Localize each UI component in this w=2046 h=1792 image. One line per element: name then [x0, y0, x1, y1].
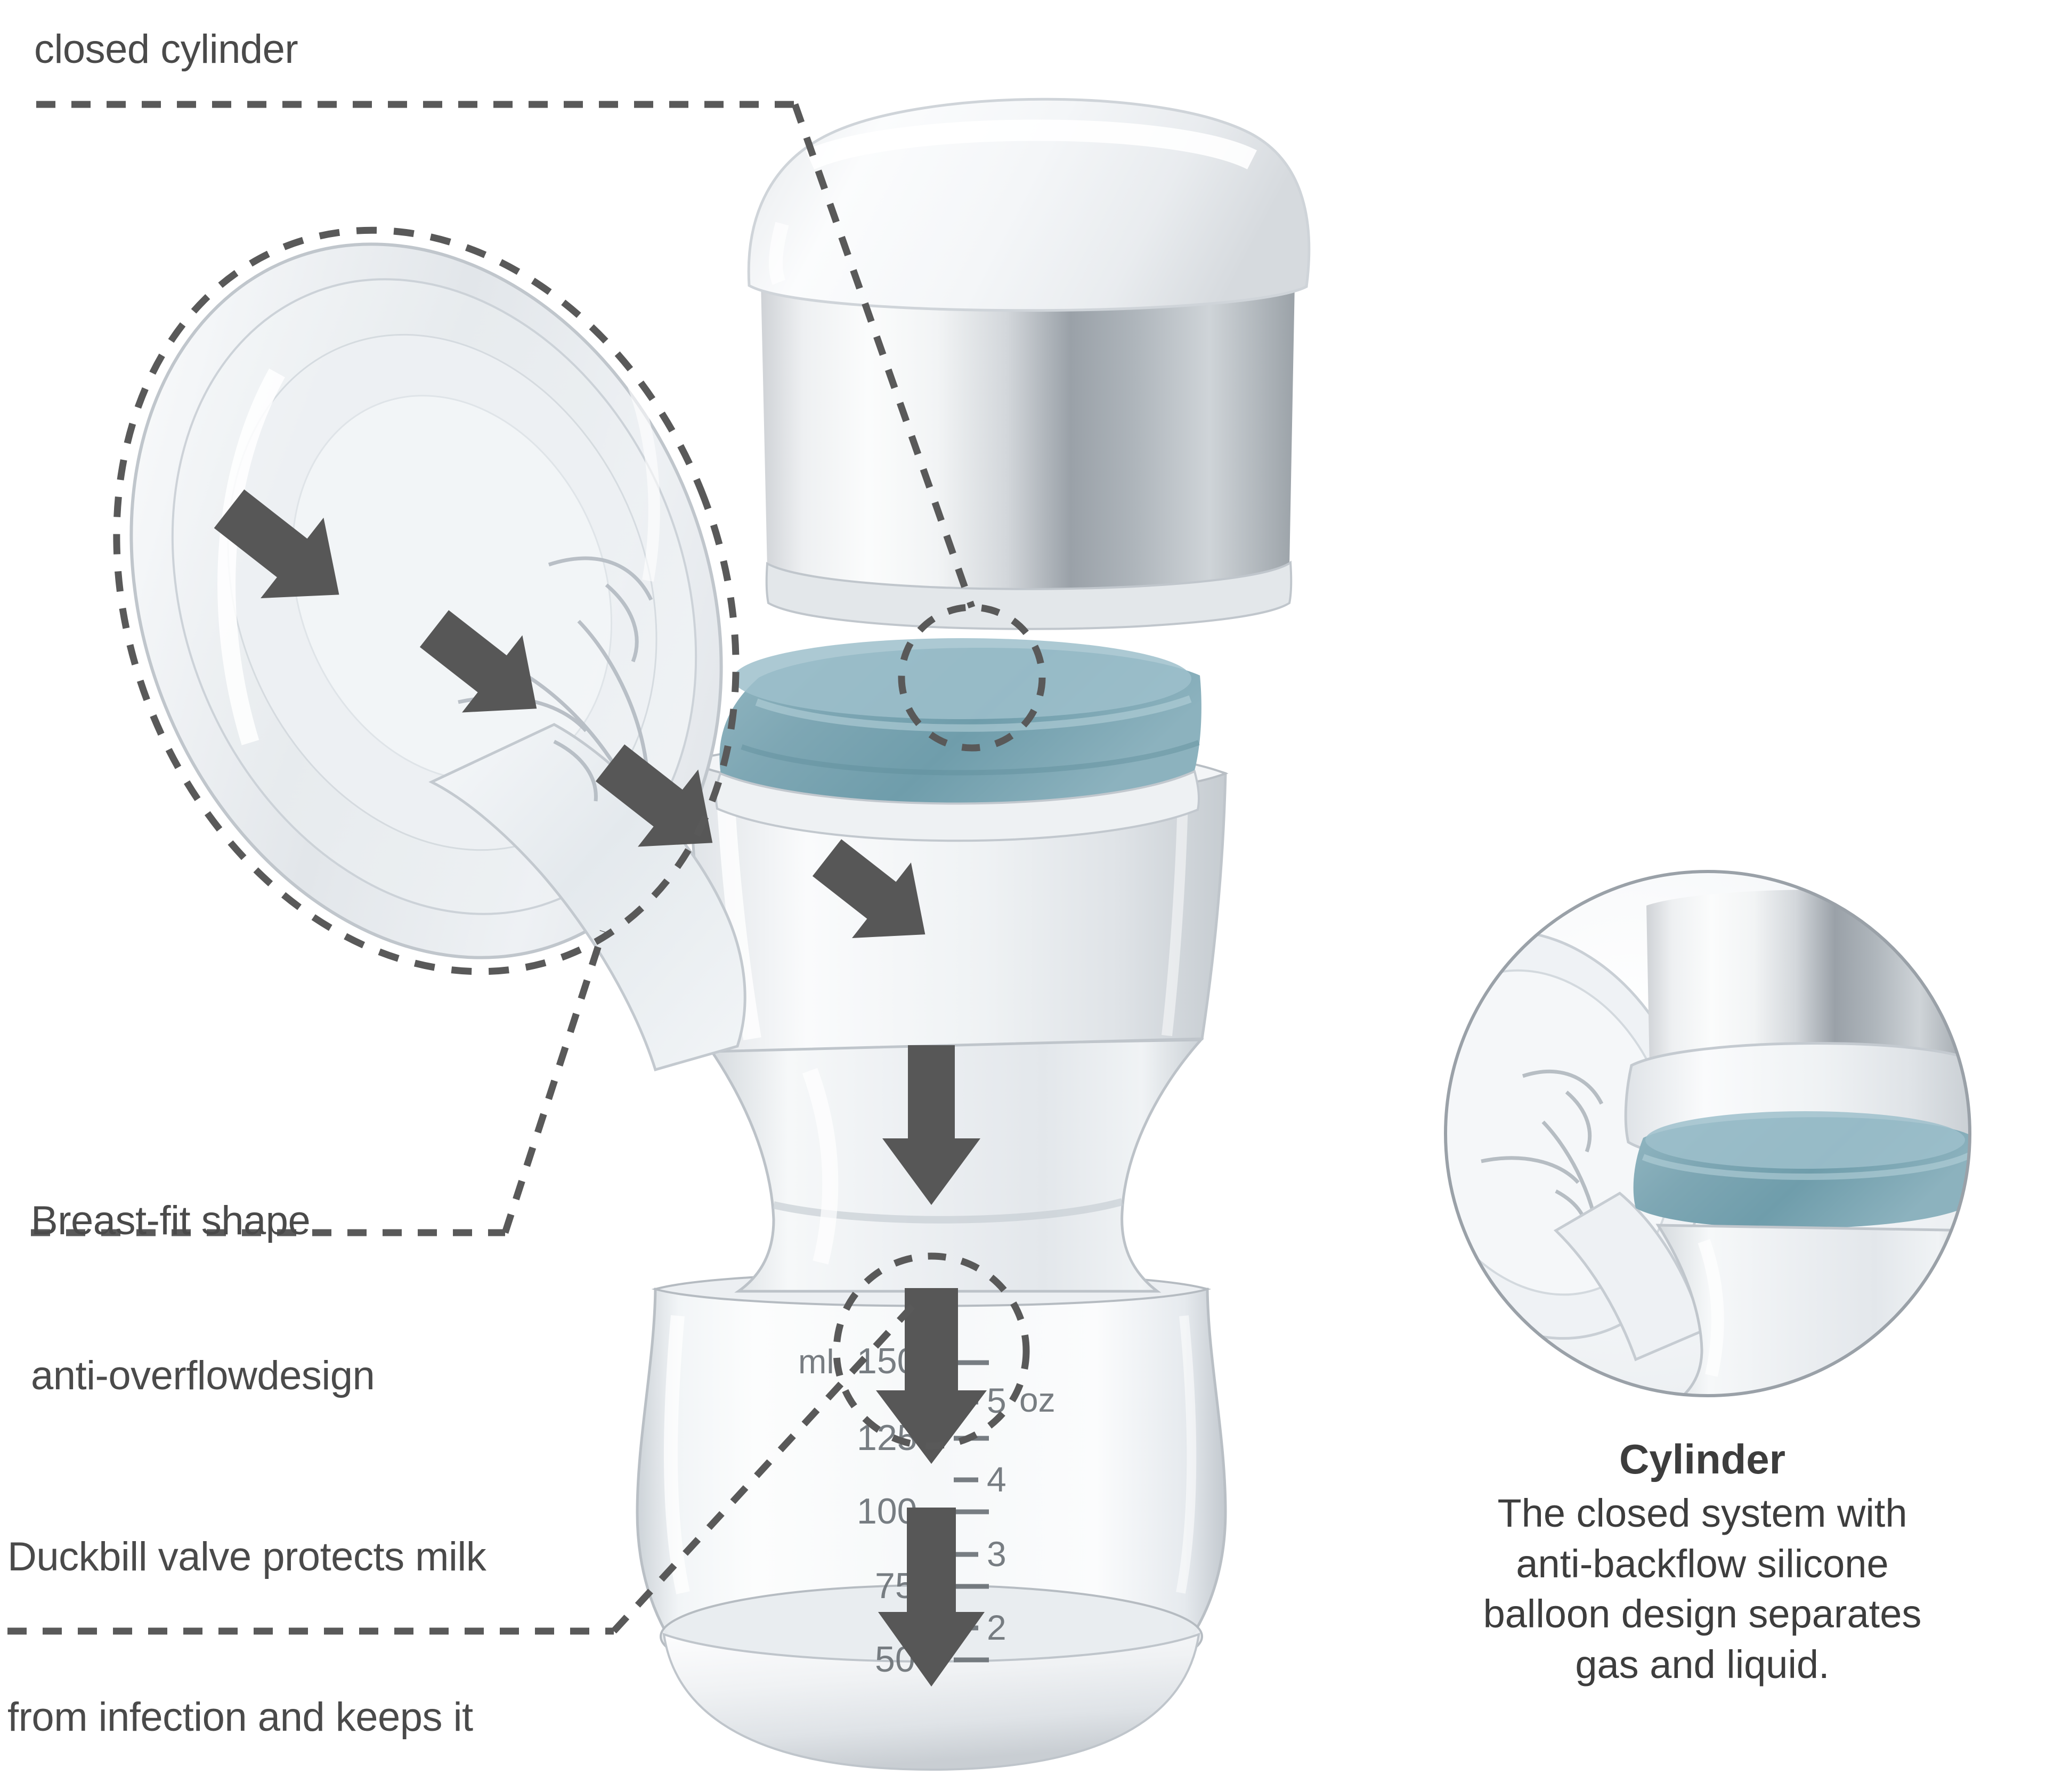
callout-breastfit-leader — [501, 930, 607, 1234]
scale-oz-3: 3 — [987, 1534, 1006, 1574]
scale-unit-oz: oz — [1019, 1381, 1056, 1419]
scale-oz-4: 4 — [987, 1460, 1006, 1499]
callout-lines — [7, 101, 1046, 1635]
callout-duckbill-leader — [611, 1300, 918, 1634]
scale-oz-2: 2 — [987, 1608, 1006, 1647]
label-breast-fit-line2: anti-overflowdesign — [31, 1353, 375, 1399]
scale-unit-ml: ml — [798, 1342, 834, 1381]
label-breast-fit: Breast-fit shape anti-overflowdesign — [31, 1091, 375, 1505]
flow-arrow-6 — [876, 1288, 987, 1464]
label-duckbill-valve: Duckbill valve protects milk from infect… — [7, 1423, 486, 1792]
callout-ellipse-breast-shield — [113, 226, 740, 975]
label-duckbill-line1: Duckbill valve protects milk — [7, 1534, 486, 1579]
silicone-membrane — [715, 638, 1201, 842]
flow-arrow-5 — [882, 1045, 980, 1205]
cylinder-silver-band — [758, 260, 1297, 630]
cylinder-cap — [747, 97, 1311, 312]
callout-closed-cylinder-leader — [791, 103, 976, 609]
breast-shield-funnel — [129, 242, 746, 1072]
inset-caption-heading: Cylinder — [1619, 1436, 1786, 1483]
cylinder-detail-inset — [1444, 870, 1971, 1397]
callout-circle-membrane — [898, 604, 1046, 752]
inset-caption-line2: anti-backflow silicone — [1516, 1541, 1889, 1586]
flow-arrow-1 — [214, 489, 339, 598]
callout-circle-duckbill — [833, 1252, 1030, 1449]
flow-arrow-3 — [595, 744, 713, 847]
scale-oz-5: 5 — [987, 1381, 1006, 1420]
inset-caption-line3: balloon design separates — [1483, 1592, 1922, 1636]
inset-caption-line1: The closed system with — [1497, 1490, 1907, 1535]
flow-arrow-4 — [812, 839, 925, 938]
flow-arrow-7 — [878, 1508, 985, 1687]
flow-arrows — [214, 489, 987, 1687]
label-closed-cylinder: closed cylinder — [34, 27, 298, 72]
inset-caption: Cylinder The closed system with anti-bac… — [1364, 1433, 2041, 1690]
label-duckbill-line2: from infection and keeps it — [7, 1694, 473, 1740]
flow-arrow-2 — [419, 610, 537, 713]
inset-caption-line4: gas and liquid. — [1575, 1642, 1830, 1687]
label-breast-fit-line1: Breast-fit shape — [31, 1198, 311, 1243]
